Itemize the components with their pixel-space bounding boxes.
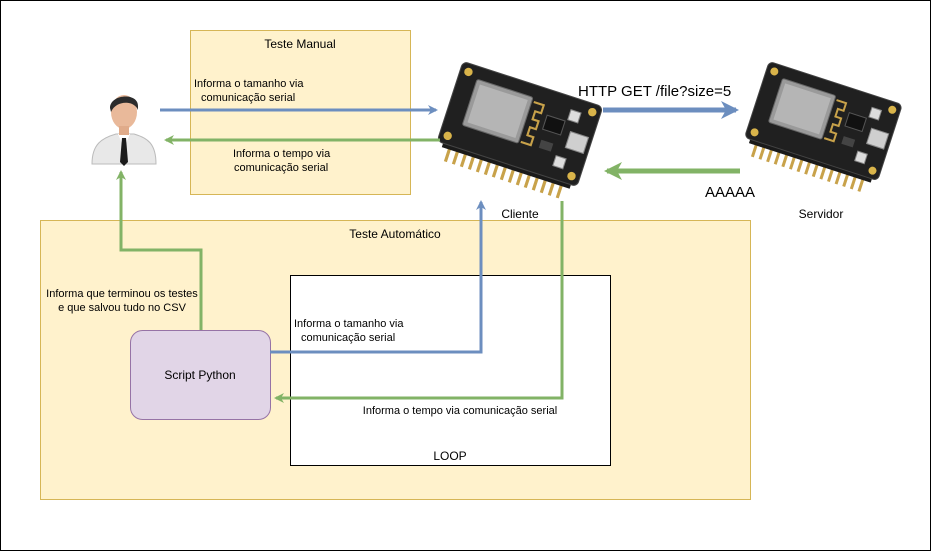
auto-size-label-line2: comunicação serial (301, 332, 395, 344)
loop-label: LOOP (433, 449, 466, 463)
manual-test-box (190, 30, 411, 195)
script-python-label: Script Python (164, 368, 235, 382)
auto-size-arrow (270, 200, 486, 354)
http-request-label: HTTP GET /file?size=5 (578, 83, 731, 100)
http-response-label: AAAAA (705, 184, 755, 201)
manual-size-label-line2: comunicação serial (201, 92, 295, 104)
auto-size-label-line1: Informa o tamanho via (294, 318, 404, 330)
auto-time-label: Informa o tempo via comunicação serial (363, 405, 557, 417)
manual-size-label-line1: Informa o tamanho via (194, 78, 304, 90)
auto-done-label-line1: Informa que terminou os testes (46, 288, 198, 300)
manual-time-label-line2: comunicação serial (234, 162, 328, 174)
manual-test-group: Teste Manual (190, 30, 411, 195)
automatic-test-title: Teste Automático (349, 227, 441, 241)
auto-time-arrow (274, 201, 564, 403)
manual-time-label-line1: Informa o tempo via (233, 148, 331, 160)
server-label: Servidor (799, 207, 844, 221)
auto-done-label-line2: e que salvou tudo no CSV (58, 302, 186, 314)
loop-box (290, 275, 611, 466)
user-icon (91, 95, 157, 166)
client-label: Cliente (501, 207, 539, 221)
script-python-box (130, 330, 271, 420)
auto-done-arrow (116, 170, 203, 330)
manual-test-title: Teste Manual (264, 37, 335, 51)
